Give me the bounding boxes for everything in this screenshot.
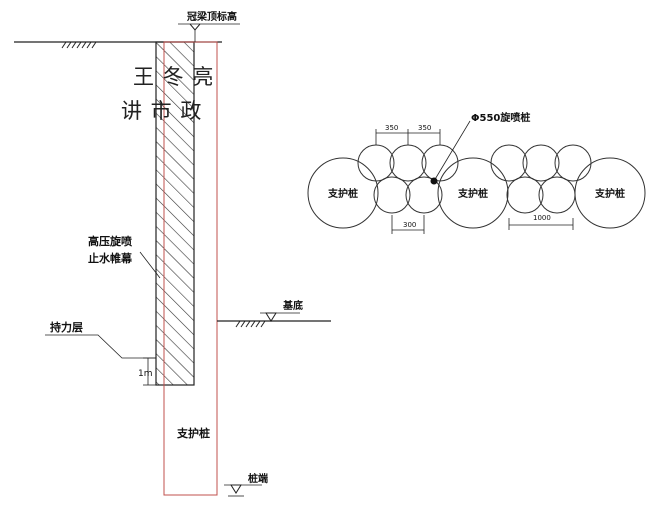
pit-bottom-marker — [260, 312, 300, 322]
plan-view — [307, 144, 646, 229]
bottom-right-dimension — [508, 218, 574, 230]
bearing-layer-label: 持力层 — [50, 320, 83, 334]
dim-top-left: 350 — [385, 124, 398, 132]
jet-pile — [554, 144, 592, 182]
jet-pile — [490, 144, 528, 182]
jet-grout-leader — [139, 251, 161, 279]
pit-bottom-hatch — [235, 320, 266, 328]
jet-pile — [538, 176, 576, 214]
jet-pile-spec-leader — [433, 120, 471, 182]
jet-pile-spec-label: Φ550旋喷桩 — [471, 111, 530, 124]
jet-grout-column — [155, 41, 195, 386]
jet-grout-label-1: 高压旋喷 — [88, 234, 132, 248]
jet-pile — [373, 176, 411, 214]
watermark-line1: 王 冬 亮 — [133, 65, 214, 89]
plan-support-pile-right-label: 支护桩 — [594, 187, 625, 200]
jet-pile — [389, 144, 427, 182]
embed-dimension-label: 1m — [138, 369, 153, 379]
dim-top-right: 350 — [418, 124, 431, 132]
jet-pile — [506, 176, 544, 214]
bearing-layer-leader — [45, 334, 156, 359]
jet-grout-label-2: 止水帷幕 — [88, 251, 133, 265]
plan-support-pile-left — [307, 157, 379, 229]
top-dimension — [375, 129, 441, 145]
bottom-left-dimension — [391, 215, 425, 234]
plan-support-pile-center-label: 支护桩 — [457, 187, 488, 200]
jet-pile — [405, 176, 443, 214]
pile-bottom-label: 桩端 — [248, 472, 268, 485]
support-pile-outline — [163, 41, 218, 496]
jet-pile — [522, 144, 560, 182]
crown-beam-marker — [178, 23, 240, 42]
plan-support-pile-center — [437, 157, 509, 229]
ground-hatch-left — [61, 41, 97, 49]
pit-bottom-label: 基底 — [282, 299, 303, 312]
crown-beam-top-label: 冠梁顶标高 — [187, 10, 237, 23]
watermark-line2: 讲 市 政 — [121, 99, 202, 123]
dim-bottom-right: 1000 — [533, 214, 551, 222]
plan-support-pile-left-label: 支护桩 — [327, 187, 358, 200]
jet-pile-spec-dot — [430, 177, 438, 185]
support-pile-vertical-label: 支护桩 — [176, 426, 210, 440]
embed-dimension — [143, 357, 156, 386]
dim-bottom-left: 300 — [403, 221, 416, 229]
jet-pile — [357, 144, 395, 182]
pile-bottom-marker — [224, 484, 262, 497]
